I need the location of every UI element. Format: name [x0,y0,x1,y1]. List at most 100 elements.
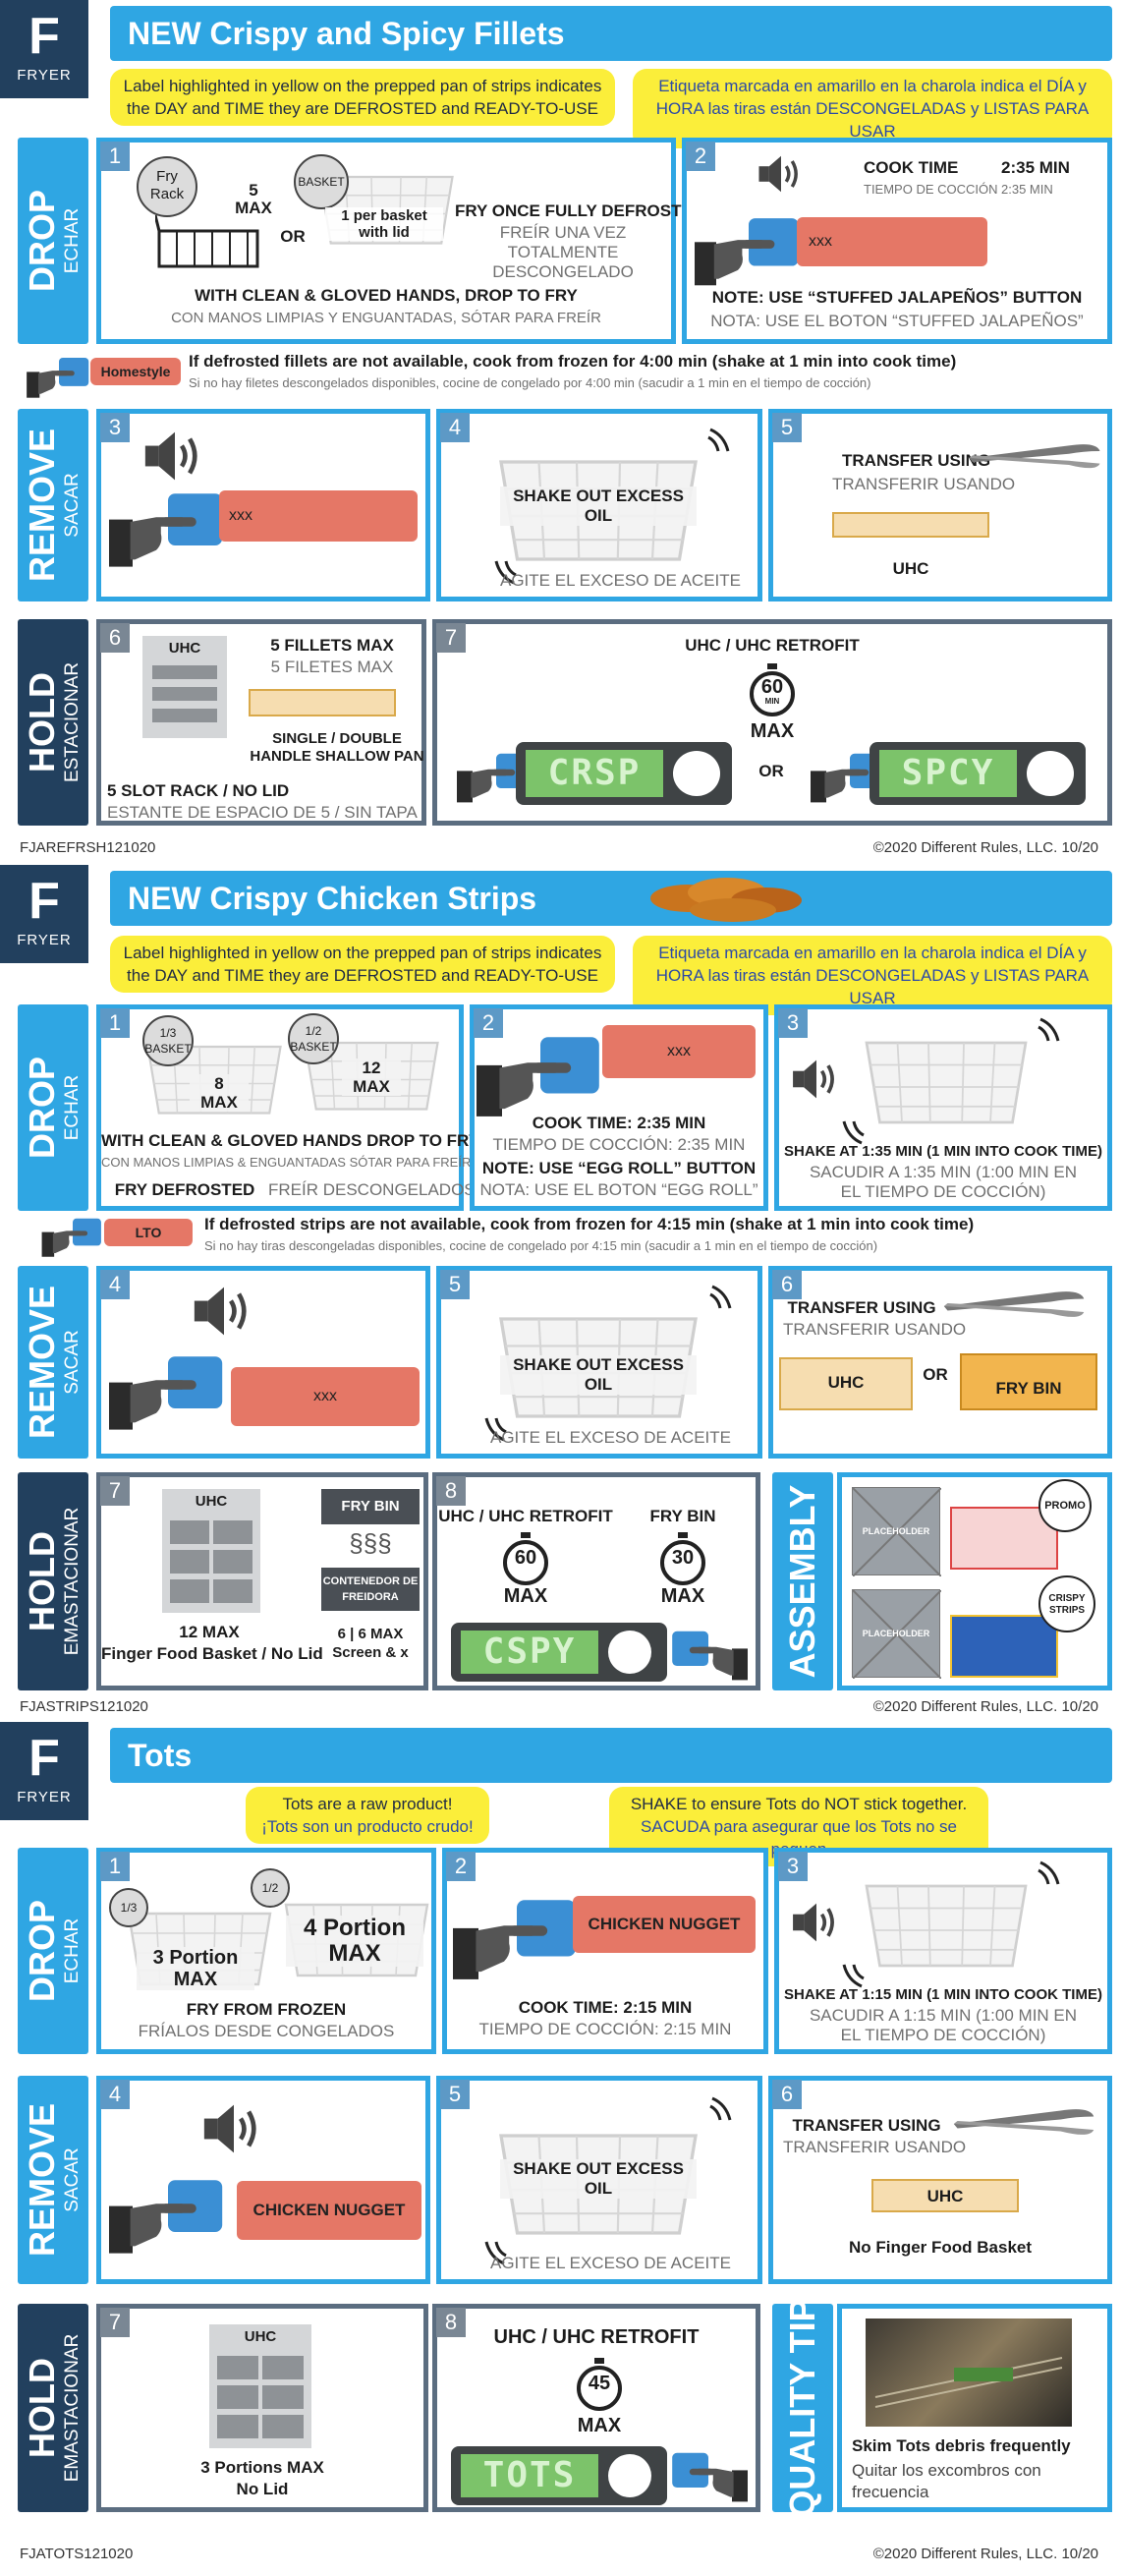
clean-hands-text: WITH CLEAN & GLOVED HANDS DROP TO FRY [101,1131,480,1150]
shake-out-text: SHAKE OUT EXCESS OIL [500,2159,697,2199]
no-lid-note: No Lid [236,2480,289,2498]
quality-tip-bar: QUALITY TIP [772,2304,833,2512]
pan-type: SINGLE / DOUBLE HANDLE SHALLOW PAN [250,730,424,765]
fry-bin-label: FRY BIN [649,1507,716,1525]
press-hand-icon [669,2446,748,2505]
copyright: ©2020 Different Rules, LLC. 10/20 [872,1698,1098,1715]
shake-motion-icon [1035,1015,1064,1045]
step-number: 5 [440,1270,470,1299]
shake-motion-icon [1035,1859,1064,1888]
frozen-note-es: Si no hay filetes descongelados disponib… [189,375,871,390]
or-label: OR [923,1365,948,1384]
cook-time: COOK TIME: 2:15 MIN [518,1998,693,2017]
step-number: 7 [436,623,466,653]
transfer-text: TRANSFER USING [792,2116,941,2135]
cspy-screen[interactable]: CSPY [451,1623,667,1682]
fryer-button[interactable]: xxx [219,490,418,542]
speaker-icon [140,428,209,485]
section-title-fillets: NEW Crispy and Spicy Fillets [110,6,1112,61]
fry-defrosted-es: FREÍR DESCONGELADOS [268,1180,476,1199]
fry-from-frozen-es: FRÍALOS DESDE CONGELADOS [138,2022,395,2040]
step-number: 4 [100,1270,130,1299]
clean-hands-text: WITH CLEAN & GLOVED HANDS, DROP TO FRY [195,286,578,305]
fry-once-es: FREÍR UNA VEZ TOTALMENTE DESCONGELADO [492,223,634,281]
fryer-button[interactable]: xxx [797,217,987,266]
fryer-button[interactable]: xxx [231,1367,420,1426]
crispy-strips-badge: CRISPY STRIPS [1038,1575,1095,1632]
step-7-panel: 7 UHC 12 MAX Finger Food Basket / No Lid… [96,1472,428,1690]
press-hand-icon [109,1349,227,1432]
step-8-panel: 8 UHC / UHC RETROFIT FRY BIN 60 MAX 30 M… [432,1472,760,1690]
promo-badge: PROMO [1038,1479,1092,1532]
step-number: 4 [440,413,470,442]
transfer-es: TRANSFERIR USANDO [783,1320,967,1339]
tots-screen[interactable]: TOTS [451,2446,667,2505]
retrofit-label: UHC / UHC RETROFIT [493,2326,700,2348]
portions-max: 3 Portions MAX [200,2458,324,2477]
crsp-screen[interactable]: CRSP [516,742,732,805]
chicken-nugget-button[interactable]: CHICKEN NUGGET [573,1896,756,1953]
step-number: 5 [440,2080,470,2109]
quality-tip-panel: Skim Tots debris frequently Quitar los e… [837,2304,1112,2512]
placeholder-image [852,1589,942,1680]
yellow-label-es: Etiqueta marcada en amarillo en la charo… [633,69,1112,148]
step-4-panel: 4 SHAKE OUT EXCESS OIL AGITE EL EXCESO D… [436,409,762,601]
spcy-screen[interactable]: SPCY [870,742,1086,805]
copyright: ©2020 Different Rules, LLC. 10/20 [872,2546,1098,2562]
step-number: 5 [772,413,802,442]
retrofit-label: UHC / UHC RETROFIT [438,1507,613,1525]
step-number: 4 [100,2080,130,2109]
cook-time-es-value: 2:35 MIN [1001,182,1053,197]
timer-value: 60 [760,676,784,698]
transfer-es: TRANSFERIR USANDO [783,2138,967,2156]
chicken-nugget-button[interactable]: CHICKEN NUGGET [237,2181,421,2240]
fryer-button[interactable]: xxx [602,1025,756,1078]
basket-icon [858,1019,1035,1137]
step-6-panel: 6 UHC 5 FILLETS MAX 5 FILETES MAX SINGLE… [96,619,426,826]
press-hand-icon [41,1215,104,1258]
fry-bin-label: FRY BIN [995,1379,1062,1398]
step-6-panel: 6 TRANSFER USING TRANSFERIR USANDO UHC N… [768,2076,1112,2284]
doc-code: FJAREFRSH121020 [20,839,156,856]
uhc-label: UHC [926,2187,964,2205]
step-number: 6 [772,1270,802,1299]
per-basket-note: 1 per basket with lid [325,207,443,241]
step-3-panel: 3 SHAKE AT 1:15 MIN (1 MIN INTO COOK TIM… [774,1848,1112,2054]
step-7-panel: 7 UHC / UHC RETROFIT 60 MIN MAX CRSP OR … [432,619,1112,826]
uhc-label: UHC [892,559,929,578]
cook-time-value: 2:35 MIN [1001,158,1070,177]
frozen-note: If defrosted fillets are not available, … [189,352,957,371]
step-4-panel: 4 CHICKEN NUGGET [96,2076,430,2284]
half-basket-badge: 1/2 [251,1868,290,1908]
fillets-max-es: 5 FILETES MAX [270,658,394,676]
shake-time: SHAKE AT 1:35 MIN (1 MIN INTO COOK TIME) [784,1143,1102,1160]
step-8-panel: 8 UHC / UHC RETROFIT 45 MAX TOTS [432,2304,760,2512]
shake-motion-icon [704,426,734,455]
speaker-icon [756,152,807,196]
quality-tip-text: Skim Tots debris frequently [852,2436,1071,2455]
step-number: 2 [446,1852,476,1881]
or-label: OR [280,227,306,246]
placeholder-label: PLACEHOLDER [862,1526,930,1536]
speaker-icon [199,2100,268,2157]
cook-time-es: TIEMPO DE COCCIÓN: 2:15 MIN [478,2020,732,2038]
max-label: MAX [577,2415,622,2436]
basket-note: Finger Food Basket / No Lid [101,1644,323,1663]
yellow-label-en: Label highlighted in yellow on the prepp… [110,69,615,126]
speaker-icon [190,1283,258,1340]
lto-button[interactable]: LTO [104,1219,193,1246]
retrofit-label: UHC / UHC RETROFIT [685,636,860,655]
speaker-icon [789,1900,844,1945]
homestyle-button[interactable]: Homestyle [90,358,181,385]
fry-bin-icon [960,1353,1097,1410]
step-number: 7 [100,2308,130,2337]
